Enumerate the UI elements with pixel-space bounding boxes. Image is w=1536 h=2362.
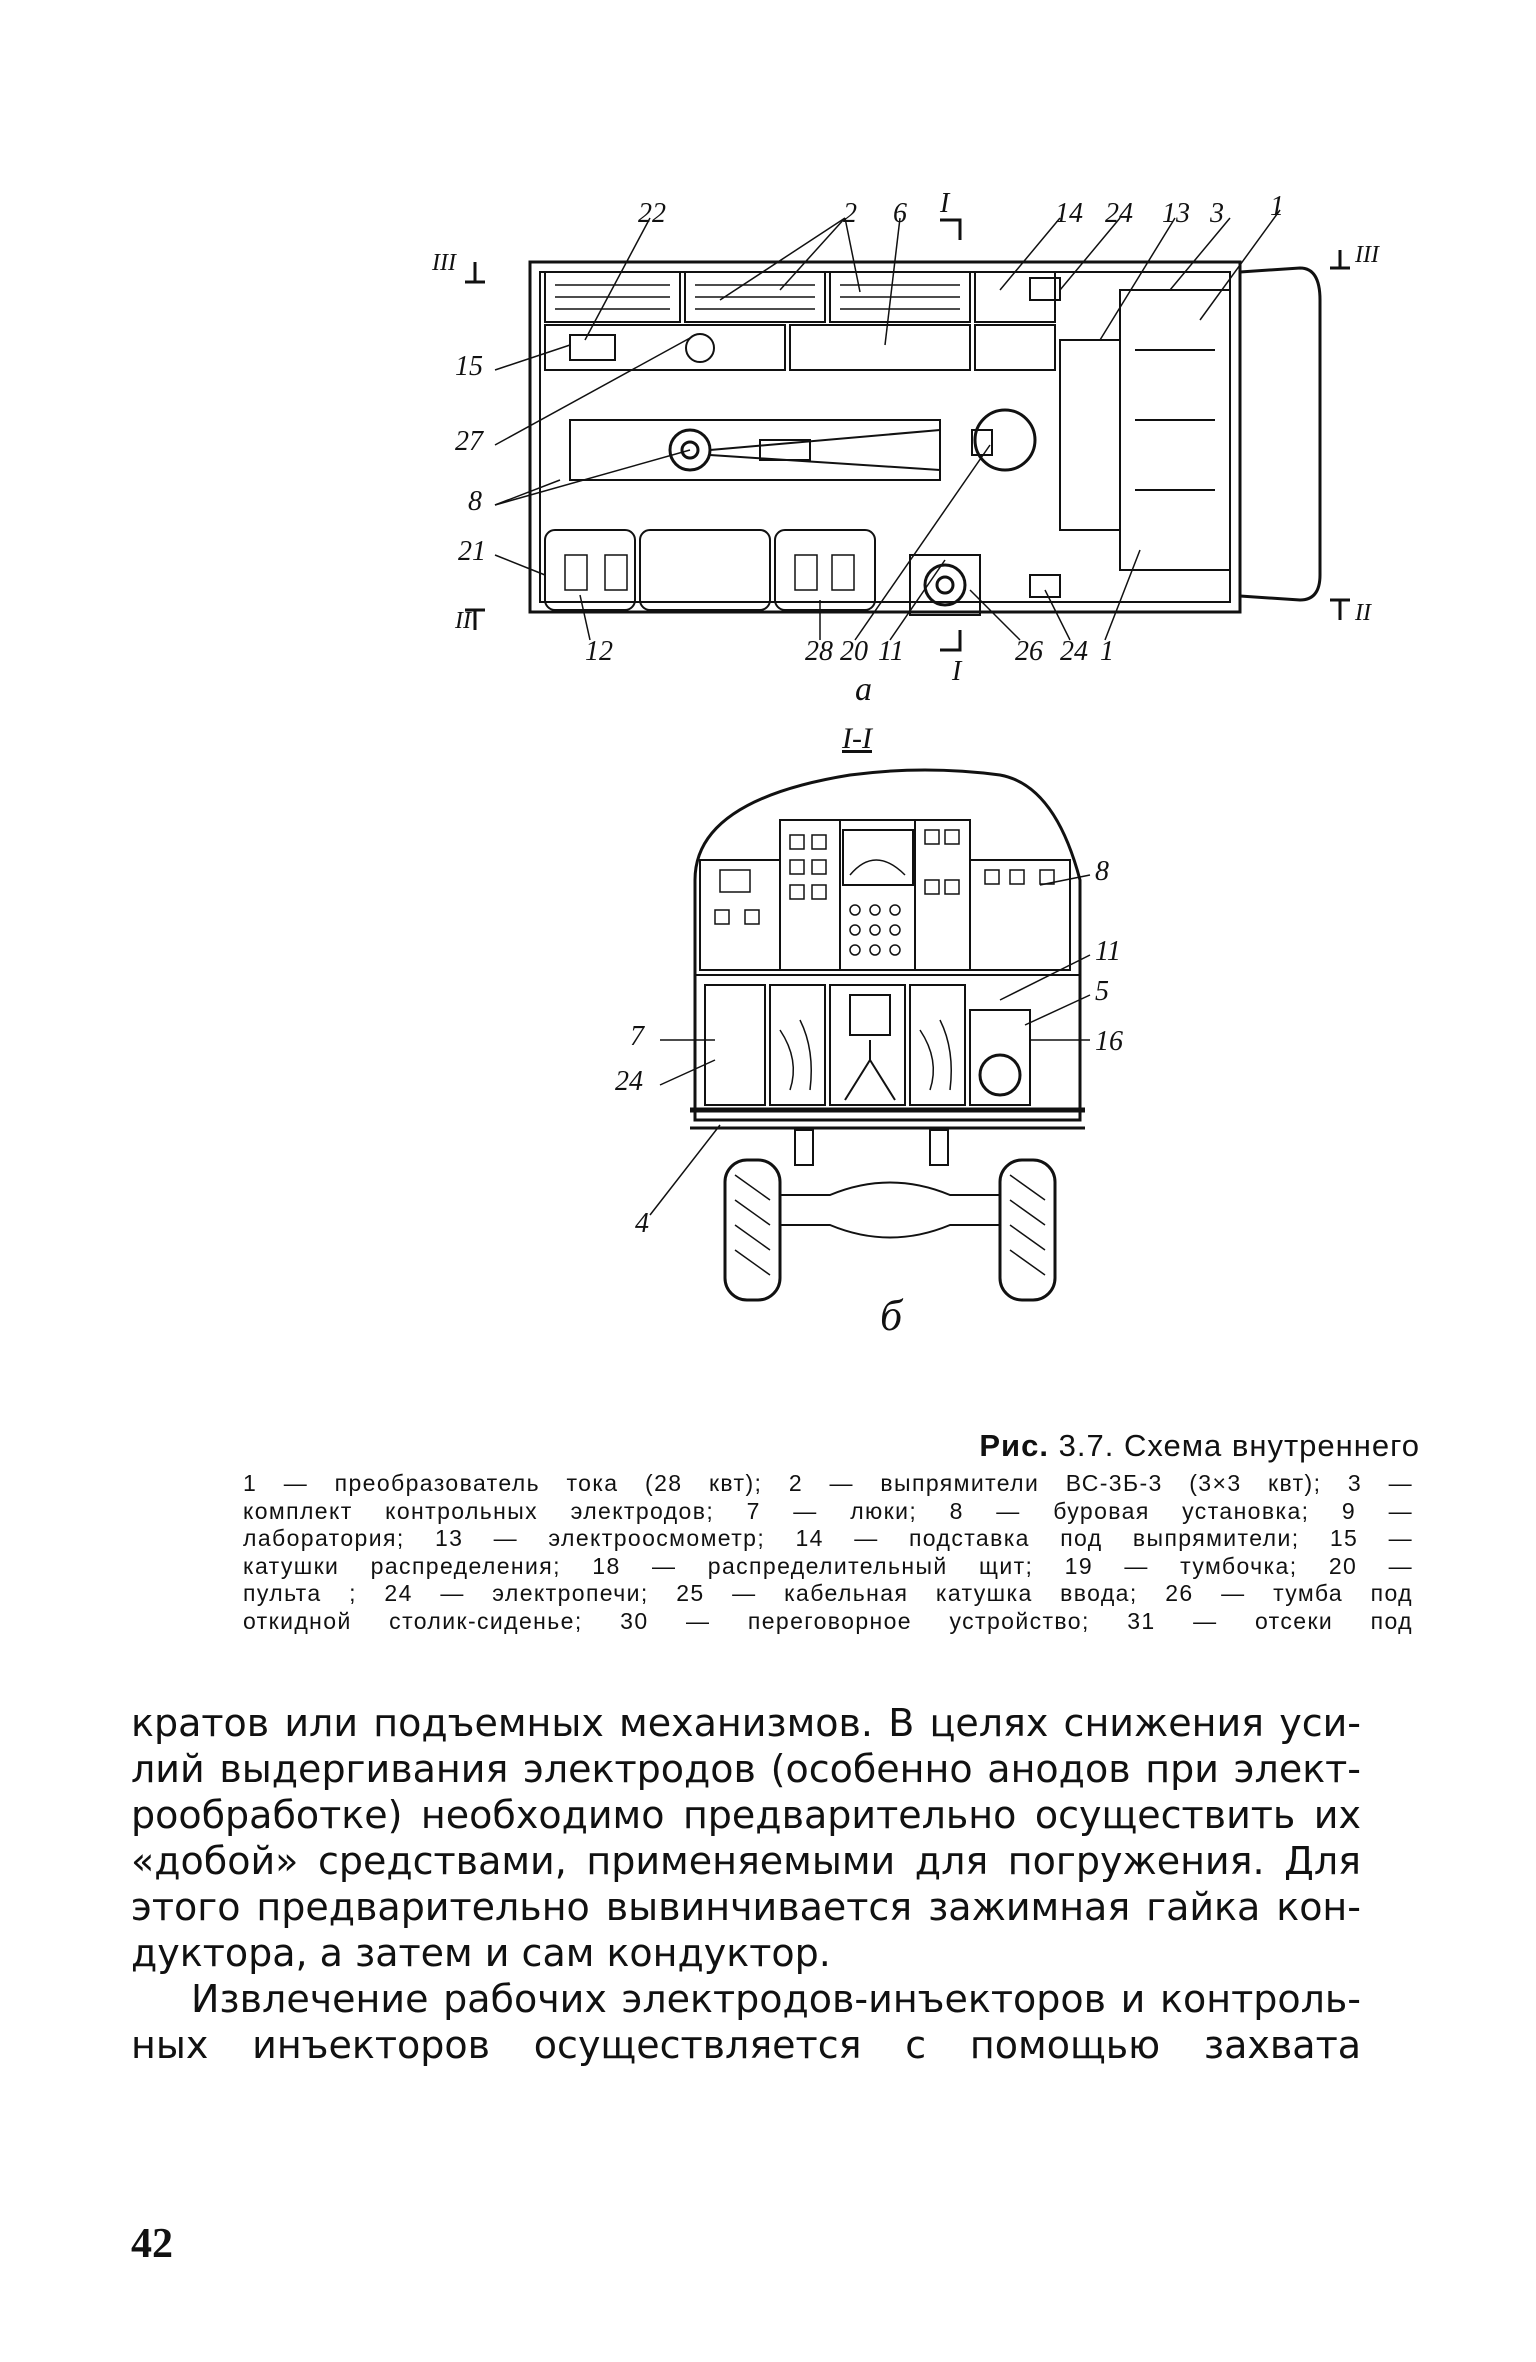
vehicle-layout-drawing: 22 2 6 I 14 24 13 3 1 III 15 27 8 21 II … (431, 188, 1380, 1340)
legend-line: откидной столик-сиденье; 30 — переговорн… (243, 1607, 1413, 1634)
callout-24: 24 (1105, 198, 1133, 229)
callout-section-ii-left: II (454, 608, 472, 634)
body-line: кратов или подъемных механизмов. В целях… (131, 1701, 1361, 1745)
figure-3-7: 22 2 6 I 14 24 13 3 1 III 15 27 8 21 II … (431, 188, 1380, 1340)
legend-line: лаборатория; 13 — электроосмометр; 14 — … (243, 1525, 1413, 1551)
figure-caption-title: Рис. 3.7. Схема внутреннего (920, 1428, 1420, 1464)
callout-16-section: 16 (1095, 1026, 1123, 1057)
callout-1-bottom: 1 (1100, 636, 1114, 667)
callout-section-iii-left: III (431, 250, 457, 276)
body-line: «добой» средствами, применяемыми для пог… (131, 1839, 1361, 1883)
callout-4-section: 4 (635, 1208, 649, 1239)
legend-line: комплект контрольных электродов; 7 — люк… (243, 1497, 1413, 1524)
caption-title-text: Схема внутреннего (1123, 1428, 1420, 1463)
body-line: дуктора, а затем и сам кондуктор. (131, 1931, 831, 1975)
plan-cab (1239, 266, 1322, 602)
legend-line: катушки распределения; 18 — распределите… (243, 1552, 1413, 1579)
body-line: рообработке) необходимо предварительно о… (131, 1793, 1361, 1837)
legend-line: 1 — преобразователь тока (28 квт); 2 — в… (243, 1470, 1413, 1496)
callout-15: 15 (455, 351, 483, 382)
callout-7-section: 7 (630, 1021, 645, 1052)
callout-section-i-bottom: I (951, 656, 963, 687)
body-line: лий выдергивания электродов (особенно ан… (131, 1747, 1361, 1791)
view-a-label: а (855, 671, 872, 708)
callout-28: 28 (805, 636, 833, 667)
callout-13: 13 (1162, 198, 1190, 229)
callout-20: 20 (840, 636, 868, 667)
plan-body-outline (528, 260, 1242, 614)
callout-11: 11 (878, 636, 904, 667)
callout-27: 27 (455, 426, 484, 457)
callout-8: 8 (468, 486, 482, 517)
view-b-label: б (880, 1291, 904, 1340)
section-label: I-I (841, 722, 874, 755)
figure-legend: 1 — преобразователь тока (28 квт); 2 — в… (243, 1470, 1413, 1635)
callout-1: 1 (1270, 191, 1284, 222)
callout-21: 21 (458, 536, 486, 567)
plan-converter (909, 554, 981, 616)
callout-8-section: 8 (1095, 856, 1109, 887)
callout-12: 12 (585, 636, 613, 667)
body-line: Извлечение рабочих электродов-инъекторов… (191, 1977, 1361, 2021)
page-number: 42 (131, 2221, 173, 2267)
legend-line: пульта ; 24 — электропечи; 25 — кабельна… (243, 1580, 1413, 1606)
callout-5-section: 5 (1095, 976, 1109, 1007)
body-line: этого предварительно вывинчивается зажим… (131, 1885, 1361, 1929)
callout-3: 3 (1209, 198, 1224, 229)
body-paragraphs: кратов или подъемных механизмов. В целях… (131, 1700, 1361, 2068)
callout-24-section: 24 (615, 1066, 643, 1097)
callout-section-iii-right: III (1354, 242, 1380, 268)
caption-number: 3.7. (1058, 1428, 1115, 1463)
callout-2: 2 (843, 198, 857, 229)
callout-11-section: 11 (1095, 936, 1121, 967)
callout-22: 22 (638, 198, 666, 229)
section-body-outline (693, 768, 1082, 1122)
caption-prefix: Рис. (979, 1428, 1049, 1463)
callout-14: 14 (1055, 198, 1083, 229)
callout-6: 6 (893, 198, 907, 229)
callout-section-i-top: I (939, 188, 951, 219)
callout-26: 26 (1015, 636, 1043, 667)
plan-drilling-rig (569, 419, 941, 481)
body-line: ных инъекторов осуществляется с помощью … (131, 2023, 1361, 2067)
callout-24-bottom: 24 (1060, 636, 1088, 667)
callout-section-ii-right: II (1354, 600, 1372, 626)
